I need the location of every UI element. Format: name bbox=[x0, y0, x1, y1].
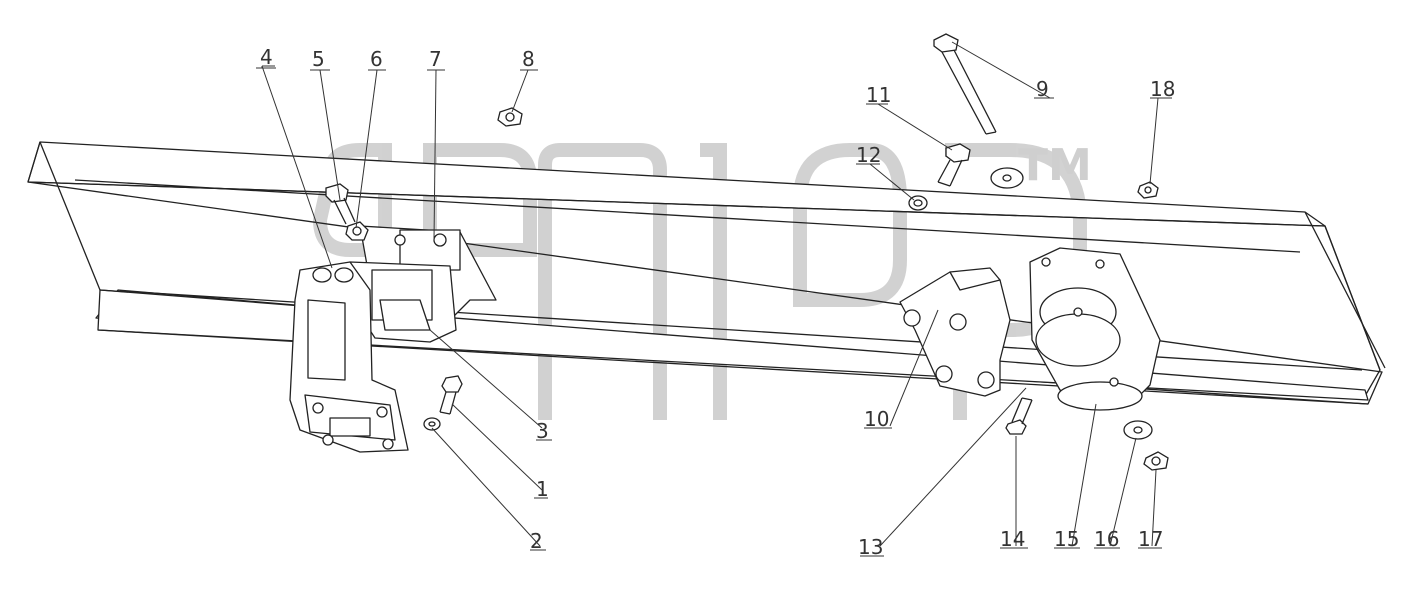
nut-6 bbox=[345, 221, 369, 241]
leader-lines bbox=[256, 41, 1172, 557]
watermark-trademark: TM bbox=[1018, 140, 1092, 191]
bolt-9 bbox=[933, 33, 997, 135]
callout-6: 6 bbox=[370, 47, 383, 71]
callout-5: 5 bbox=[312, 47, 325, 71]
callout-11: 11 bbox=[866, 83, 891, 107]
callout-12: 12 bbox=[856, 143, 881, 167]
bolt-14 bbox=[1005, 397, 1033, 435]
callout-2: 2 bbox=[530, 529, 543, 553]
callout-9: 9 bbox=[1036, 77, 1049, 101]
callout-7: 7 bbox=[429, 47, 442, 71]
engine-mount-15 bbox=[1029, 247, 1161, 411]
callout-16: 16 bbox=[1094, 527, 1119, 551]
nut-17 bbox=[1143, 451, 1169, 471]
bolt-1 bbox=[439, 375, 463, 415]
callout-1: 1 bbox=[536, 477, 549, 501]
callout-labels: 4 5 6 7 8 9 11 12 18 10 13 14 15 16 17 3… bbox=[260, 45, 1175, 559]
left-mount-bracket bbox=[289, 225, 497, 453]
nut-8 bbox=[497, 107, 523, 127]
callout-10: 10 bbox=[864, 407, 889, 431]
bolt-5 bbox=[325, 183, 356, 225]
callout-13: 13 bbox=[858, 535, 883, 559]
callout-3: 3 bbox=[536, 419, 549, 443]
callout-15: 15 bbox=[1054, 527, 1079, 551]
callout-17: 17 bbox=[1138, 527, 1163, 551]
bolt-11 bbox=[937, 143, 971, 187]
washer-large-upper bbox=[990, 167, 1024, 189]
callout-8: 8 bbox=[522, 47, 535, 71]
washer-16 bbox=[1123, 420, 1153, 440]
callout-18: 18 bbox=[1150, 77, 1175, 101]
frame-rail bbox=[27, 141, 1386, 405]
callout-14: 14 bbox=[1000, 527, 1025, 551]
bracket-10 bbox=[899, 267, 1011, 397]
washer-2 bbox=[423, 417, 441, 431]
nut-18 bbox=[1137, 181, 1159, 199]
callout-4: 4 bbox=[260, 45, 273, 69]
